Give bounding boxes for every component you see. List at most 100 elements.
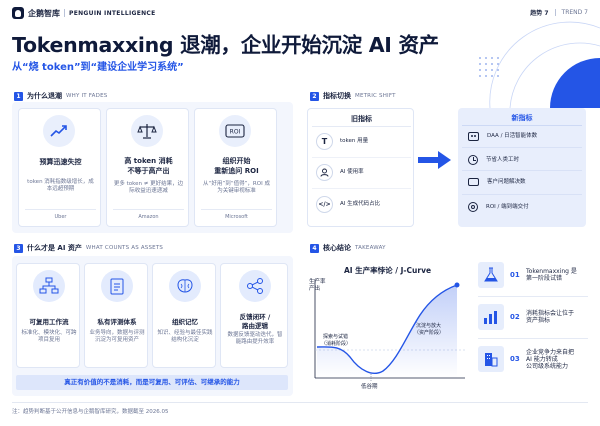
asset-card-desc: 标准化、模块化、可跨项目复用 bbox=[21, 330, 77, 343]
flask-icon bbox=[478, 262, 504, 288]
new-metric-label: 节省人类工时 bbox=[486, 156, 520, 163]
jcurve-ann-deposit-1: 沉淀与放大 bbox=[416, 323, 442, 329]
footer-note: 注：趋势判断基于公开信息与企鹅智库研究，数据截至 2026.05 bbox=[12, 409, 169, 415]
asset-card-desc: 数据反馈驱动迭代，智能路由提升效率 bbox=[227, 332, 283, 345]
brand: 企鹅智库 PENGUIN INTELLIGENCE bbox=[12, 7, 156, 19]
why-card-budget: 预算迅速失控 token 消耗指数级增长，成本远超预期 Uber bbox=[18, 108, 101, 227]
trend-up-icon bbox=[43, 115, 75, 147]
new-metric-item: 节省人类工时 bbox=[468, 155, 519, 165]
code-icon: </> bbox=[316, 196, 333, 213]
penguin-logo-icon bbox=[12, 7, 24, 19]
old-metrics-card: 旧指标 T token 用量 AI 使用率 </> AI 生成代码占比 bbox=[307, 108, 414, 227]
takeaway-line2: 第一阶段试错 bbox=[526, 275, 563, 282]
asset-card-title: 可复用工作流 bbox=[29, 318, 69, 326]
clock-icon bbox=[468, 155, 478, 165]
jcurve-title: AI 生产率悖论 / J-Curve bbox=[343, 266, 432, 275]
trend-label: 趋势 7 TREND 7 bbox=[530, 8, 588, 17]
arrow-right-icon bbox=[418, 151, 451, 169]
section1-heading: 1 为什么退潮 WHY IT FADES bbox=[14, 91, 107, 101]
eval-icon bbox=[101, 270, 133, 302]
old-metrics-label: 旧指标 bbox=[351, 115, 372, 123]
why-card-output: 高 token 消耗 不等于高产出 更多 token ≠ 更好结果，边际收益迅速… bbox=[106, 108, 189, 227]
takeaway-item: 03 企业竞争力来自把 AI 能力转成 公司级系统能力 bbox=[478, 346, 574, 372]
old-metric-item: T token 用量 bbox=[316, 133, 368, 150]
takeaway-num: 02 bbox=[510, 313, 520, 321]
takeaway-num: 03 bbox=[510, 355, 520, 363]
section4-heading: 4 核心结论 TAKEAWAY bbox=[310, 243, 386, 253]
asset-card-title-line1: 反馈闭环 / bbox=[239, 313, 271, 321]
takeaway-line3: 公司级系统能力 bbox=[526, 362, 569, 370]
logo-divider bbox=[64, 9, 65, 17]
trend-cn: 趋势 7 bbox=[530, 10, 549, 17]
takeaway-item: 01 Tokenmaxxing 是 第一阶段试错 bbox=[478, 262, 577, 288]
decorative-arc bbox=[479, 21, 600, 108]
section3-number: 3 bbox=[14, 243, 23, 253]
jcurve-ann-deposit-2: （资产阶段） bbox=[414, 330, 445, 336]
new-metrics-panel: 新指标 DAA / 日活智能体数 节省人类工时 客户问题解决数 ROI / 端到… bbox=[458, 108, 586, 227]
asset-card-title-line2: 路由逻辑 bbox=[242, 322, 268, 330]
section2-number: 2 bbox=[310, 91, 319, 101]
jcurve-ann-explore-2: （消耗阶段） bbox=[321, 341, 352, 347]
asset-card-feedback: 反馈闭环 / 路由逻辑 数据反馈驱动迭代，智能路由提升效率 bbox=[220, 263, 288, 368]
brain-icon bbox=[169, 270, 201, 302]
takeaway-num: 01 bbox=[510, 271, 520, 279]
section2-subtitle-en: METRIC SHIFT bbox=[355, 93, 396, 99]
jcurve-chart bbox=[314, 279, 465, 382]
section2-heading: 2 指标切换 METRIC SHIFT bbox=[310, 91, 396, 101]
section1-number: 1 bbox=[14, 91, 23, 101]
why-card-title-line1: 组织开始 bbox=[222, 157, 251, 165]
section1-subtitle-en: WHY IT FADES bbox=[66, 93, 108, 99]
new-metric-item: ROI / 端到端交付 bbox=[468, 202, 529, 212]
asset-card-eval: 私有评测体系 业务导向，数据与评测沉淀为可复用资产 bbox=[84, 263, 148, 368]
jcurve-fill bbox=[317, 285, 457, 378]
takeaway-line1: Tokenmaxxing 是 bbox=[526, 268, 577, 275]
page-subtitle: 从“烧 token”到“建设企业学习系统” bbox=[12, 62, 184, 73]
why-card-desc: token 消耗指数级增长，成本远超预期 bbox=[27, 179, 94, 192]
section3-heading: 3 什么才是 AI 资产 WHAT COUNTS AS ASSETS bbox=[14, 243, 163, 253]
takeaway-line1: 企业竞争力来自把 bbox=[526, 348, 575, 356]
logo-en: PENGUIN INTELLIGENCE bbox=[69, 9, 156, 17]
section3-subtitle-en: WHAT COUNTS AS ASSETS bbox=[85, 245, 164, 251]
user-icon bbox=[316, 164, 333, 181]
loop-icon bbox=[239, 270, 271, 302]
old-metric-label: token 用量 bbox=[340, 138, 369, 144]
why-card-title: 预算迅速失控 bbox=[39, 158, 82, 166]
why-card-title-line2: 重新追问 ROI bbox=[214, 167, 259, 175]
section4-number: 4 bbox=[310, 243, 319, 253]
why-card-roi: ROI 组织开始 重新追问 ROI 从“好用”到“值得”，ROI 成为关键审视标… bbox=[194, 108, 277, 227]
old-metric-label: AI 生成代码占比 bbox=[340, 201, 381, 207]
new-metric-item: 客户问题解决数 bbox=[468, 178, 526, 186]
section2-title: 指标切换 bbox=[323, 92, 351, 100]
section1-title: 为什么退潮 bbox=[27, 92, 62, 100]
asset-card-workflow: 可复用工作流 标准化、模块化、可跨项目复用 bbox=[16, 263, 80, 368]
jcurve-line bbox=[316, 284, 458, 375]
jcurve-ann-explore-1: 探索与试错 bbox=[323, 334, 349, 340]
why-card-title-line2: 不等于高产出 bbox=[127, 167, 170, 175]
why-card-title-line1: 高 token 消耗 bbox=[124, 157, 173, 165]
old-metric-item: </> AI 生成代码占比 bbox=[316, 196, 380, 213]
new-metric-label: 客户问题解决数 bbox=[487, 178, 526, 185]
why-card-tag: Amazon bbox=[138, 214, 159, 220]
target-icon bbox=[468, 202, 478, 212]
asset-card-memory: 组织记忆 知识、经验与最佳实践结构化沉淀 bbox=[152, 263, 216, 368]
bar-chart-icon bbox=[478, 304, 504, 330]
takeaway-line2: AI 能力转成 bbox=[526, 355, 558, 363]
jcurve-dot bbox=[454, 282, 460, 288]
robot-icon bbox=[468, 132, 479, 141]
asset-card-title: 私有评测体系 bbox=[97, 318, 137, 326]
jcurve-ann-low: 低谷期 bbox=[361, 384, 378, 390]
roi-icon: ROI bbox=[219, 115, 251, 147]
flow-icon bbox=[33, 270, 65, 302]
section4-title: 核心结论 bbox=[323, 244, 351, 252]
why-card-tag: Uber bbox=[54, 214, 67, 220]
section3-title: 什么才是 AI 资产 bbox=[27, 244, 82, 252]
new-metric-label: ROI / 端到端交付 bbox=[486, 203, 529, 210]
takeaway-line1: 消耗指标会让位于 bbox=[526, 310, 575, 317]
assets-banner: 真正有价值的不是消耗，而是可复用、可评估、可继承的能力 bbox=[16, 375, 288, 390]
why-card-desc: 从“好用”到“值得”，ROI 成为关键审视标准 bbox=[203, 181, 270, 194]
asset-card-desc: 业务导向，数据与评测沉淀为可复用资产 bbox=[89, 330, 145, 343]
new-metrics-label: 新指标 bbox=[511, 114, 533, 122]
chat-icon bbox=[468, 178, 479, 186]
svg-text:ROI: ROI bbox=[230, 129, 241, 136]
building-icon bbox=[478, 346, 504, 372]
